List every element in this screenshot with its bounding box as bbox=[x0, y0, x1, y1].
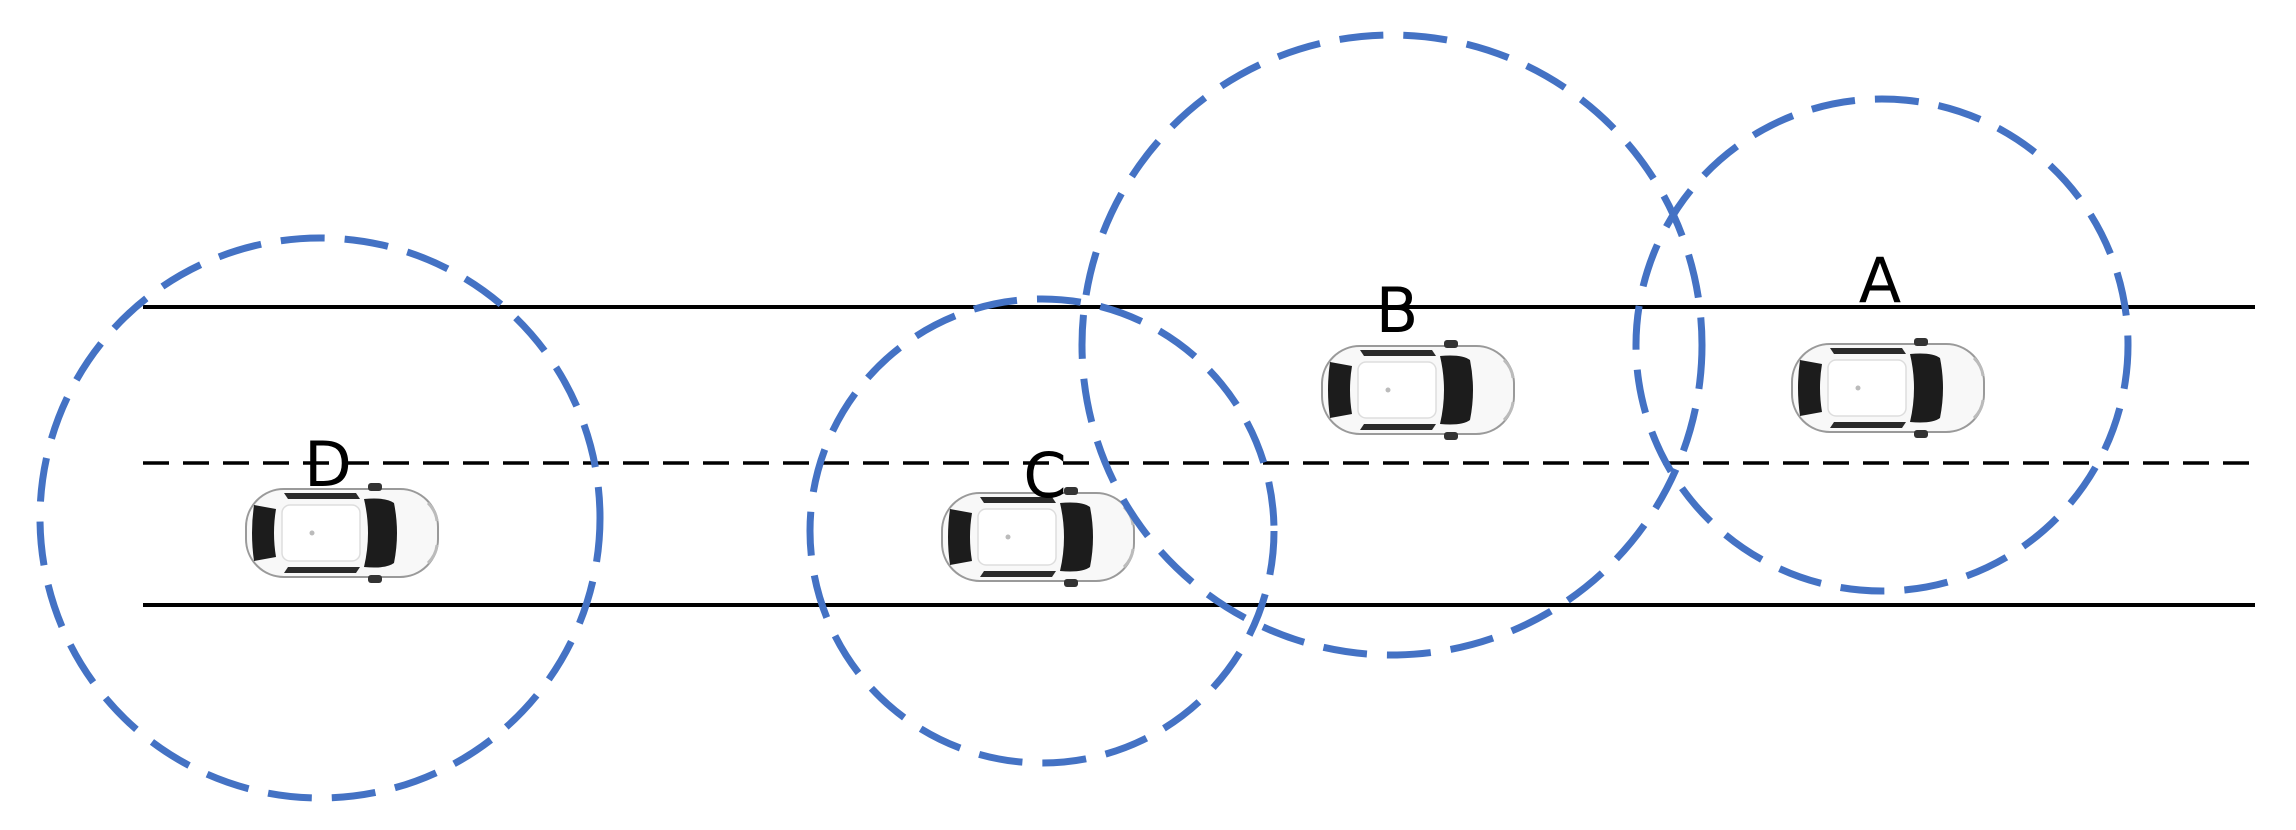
communication-ranges bbox=[36, 31, 2132, 802]
range-circle-a bbox=[1632, 95, 2132, 595]
range-circle-d bbox=[36, 234, 604, 802]
range-circle-c bbox=[806, 295, 1278, 767]
vehicle-label-b: B bbox=[1376, 274, 1419, 347]
road bbox=[143, 305, 2255, 607]
vehicle-label-c: C bbox=[1023, 439, 1066, 512]
vehicle-labels: A B C D bbox=[304, 244, 1901, 512]
car-top-view-icon bbox=[1790, 336, 1986, 440]
range-circle-b bbox=[1078, 31, 1706, 659]
vehicle-label-a: A bbox=[1859, 244, 1901, 317]
vehicle-label-d: D bbox=[304, 428, 352, 501]
car-top-view-icon bbox=[1320, 338, 1516, 442]
